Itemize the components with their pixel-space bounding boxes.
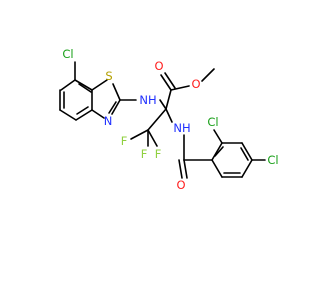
bond xyxy=(241,142,253,161)
bond xyxy=(201,68,215,82)
bond xyxy=(183,159,188,179)
bond xyxy=(75,109,93,121)
bond xyxy=(76,106,89,115)
molecule-structure-diagram: Cl S N NH O O NH F F F O Cl Cl xyxy=(59,47,279,192)
bond xyxy=(112,83,121,101)
atom-label-s: S xyxy=(105,69,112,83)
bond xyxy=(111,99,121,115)
atom-label-f: F xyxy=(155,147,162,161)
atom-label-o-ester: O xyxy=(191,77,200,91)
atom-label-o-amide: O xyxy=(176,178,185,192)
bond xyxy=(160,74,172,91)
atom-label-cl-para: Cl xyxy=(267,153,278,167)
atom-label-nh: NH xyxy=(139,93,156,107)
bond xyxy=(108,101,117,114)
bond xyxy=(165,89,172,110)
atom-label-cl-ortho: Cl xyxy=(207,115,218,129)
bond xyxy=(130,129,149,140)
bond xyxy=(211,159,223,178)
bond xyxy=(91,79,108,91)
atom-label-n: N xyxy=(104,114,113,128)
bond xyxy=(178,159,183,179)
bond xyxy=(241,159,253,178)
atom-labels: Cl S N NH O O NH F F F O Cl Cl xyxy=(62,47,278,192)
bond xyxy=(91,109,105,119)
bond xyxy=(59,109,77,121)
bond xyxy=(164,72,176,89)
bond xyxy=(214,146,224,157)
bond xyxy=(60,79,76,91)
bond xyxy=(165,108,173,123)
atom-label-nh-amide: NH xyxy=(173,121,190,135)
atom-label-cl: Cl xyxy=(62,47,73,61)
bond xyxy=(159,99,167,110)
bond xyxy=(74,79,93,91)
bonds xyxy=(59,61,266,179)
bond xyxy=(147,129,158,147)
atom-label-o-carbonyl: O xyxy=(154,59,163,73)
atom-label-f: F xyxy=(141,147,148,161)
bond xyxy=(211,142,223,161)
bond xyxy=(170,85,190,91)
bond xyxy=(147,108,167,131)
atom-label-f: F xyxy=(121,134,128,148)
bond xyxy=(78,83,92,93)
bond xyxy=(240,147,249,161)
bond xyxy=(213,129,223,144)
